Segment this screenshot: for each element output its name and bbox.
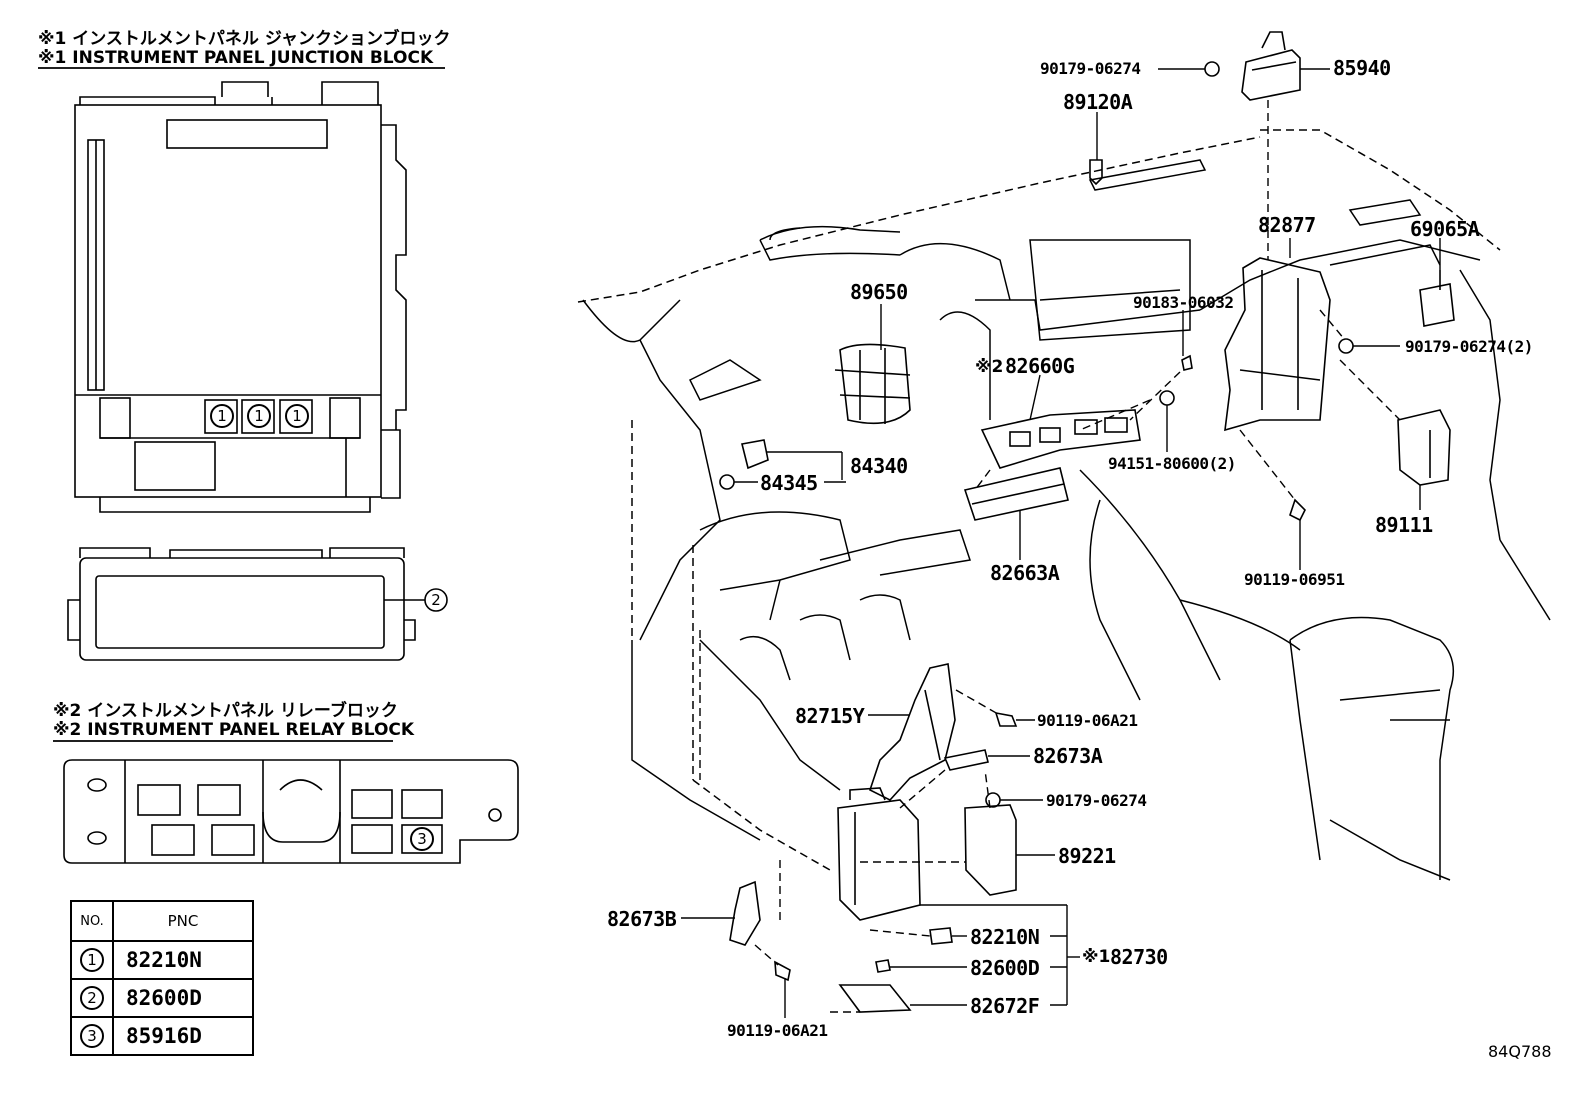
junction-callout-2: 2 <box>431 591 441 609</box>
part-label-84345: 84345 <box>760 471 818 495</box>
relay-callout-3: 3 <box>410 827 434 851</box>
dashboard-outline <box>577 129 1551 881</box>
part-label-90119-06a21-b: 90119-06A21 <box>727 1021 828 1040</box>
dashed-guides <box>699 100 1401 1013</box>
mark-junction-block: ※1 <box>1082 947 1111 967</box>
part-label-85940: 85940 <box>1333 56 1391 80</box>
part-label-82673a: 82673A <box>1033 744 1103 768</box>
table-row: 2 82600D <box>70 978 254 1018</box>
pnc-table-header: NO. PNC <box>70 900 254 942</box>
table-row: 1 82210N <box>70 940 254 980</box>
pnc-row-value: 82600D <box>112 978 254 1018</box>
part-label-90179-06274-top: 90179-06274 <box>1040 59 1141 78</box>
part-label-82715y: 82715Y <box>795 704 865 728</box>
part-label-89120a: 89120A <box>1063 90 1133 114</box>
part-label-82673b: 82673B <box>607 907 677 931</box>
part-label-90119-06a21-a: 90119-06A21 <box>1037 711 1138 730</box>
pnc-header-pnc: PNC <box>112 900 254 942</box>
junction-block-drawing <box>38 67 448 661</box>
part-label-69065a: 69065A <box>1410 217 1480 241</box>
relay-block-title-en: ※2 INSTRUMENT PANEL RELAY BLOCK <box>53 720 415 740</box>
pnc-row-no: 2 <box>80 986 104 1010</box>
part-label-90179-06274-2: 90179-06274(2) <box>1405 337 1533 356</box>
part-label-90119-06951: 90119-06951 <box>1244 570 1345 589</box>
part-label-82730: 82730 <box>1110 945 1168 969</box>
junction-callout-1c: 1 <box>285 404 309 428</box>
part-label-84340: 84340 <box>850 454 908 478</box>
pnc-row-value: 85916D <box>112 1016 254 1056</box>
junction-block-title-jp: ※1 インストルメントパネル ジャンクションブロック <box>38 29 451 49</box>
junction-block-title-en: ※1 INSTRUMENT PANEL JUNCTION BLOCK <box>38 48 434 68</box>
part-label-82600d: 82600D <box>970 956 1040 980</box>
pnc-row-no: 1 <box>80 948 104 972</box>
part-label-82660g: 82660G <box>1005 354 1075 378</box>
pnc-header-no: NO. <box>70 900 114 942</box>
part-label-94151-80600-2: 94151-80600(2) <box>1108 454 1236 473</box>
part-label-82663a: 82663A <box>990 561 1060 585</box>
relay-block-drawing <box>53 740 519 864</box>
part-label-90179-06274-b: 90179-06274 <box>1046 791 1147 810</box>
junction-callout-1a: 1 <box>210 404 234 428</box>
relay-block-title-jp: ※2 インストルメントパネル リレーブロック <box>53 701 398 721</box>
mark-relay-block: ※2 <box>975 357 1004 377</box>
part-label-90183-06032: 90183-06032 <box>1133 293 1234 312</box>
part-label-82210n: 82210N <box>970 925 1040 949</box>
pnc-row-value: 82210N <box>112 940 254 980</box>
pnc-table: NO. PNC 1 82210N 2 82600D 3 85916D <box>70 900 254 1056</box>
part-label-89111: 89111 <box>1375 513 1433 537</box>
part-label-82877: 82877 <box>1258 213 1316 237</box>
part-label-89650: 89650 <box>850 280 908 304</box>
diagram-code: 84Q788 <box>1488 1042 1552 1061</box>
leader-lines <box>681 68 1441 1018</box>
part-label-82672f: 82672F <box>970 994 1040 1018</box>
part-label-89221: 89221 <box>1058 844 1116 868</box>
pnc-row-no: 3 <box>80 1024 104 1048</box>
table-row: 3 85916D <box>70 1016 254 1056</box>
junction-callout-1b: 1 <box>247 404 271 428</box>
